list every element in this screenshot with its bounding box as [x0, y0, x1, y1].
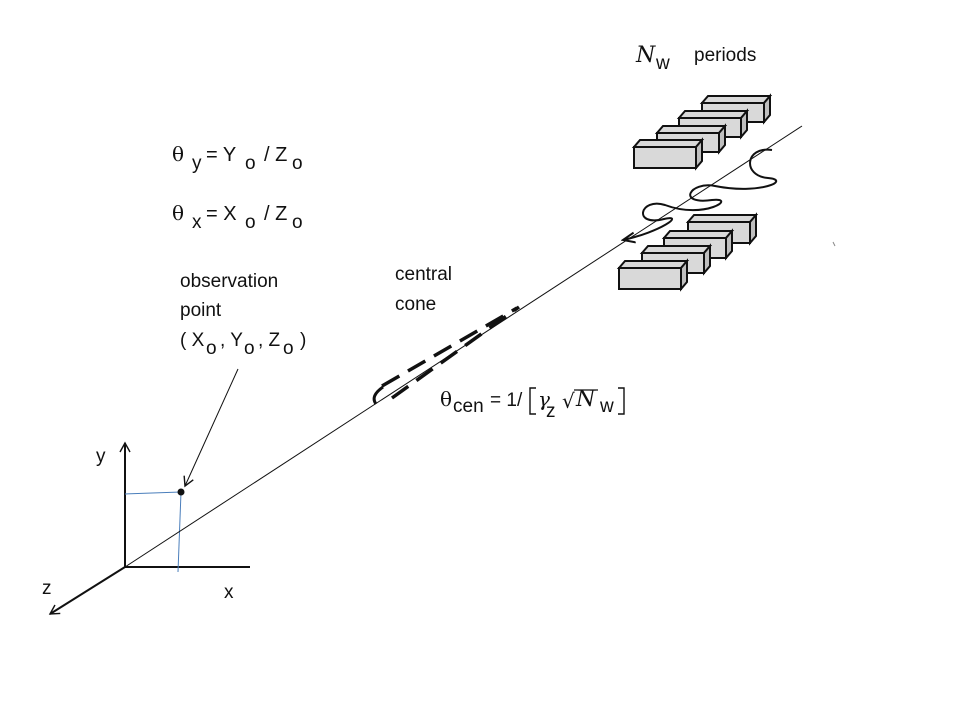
magnet-block — [616, 258, 690, 292]
central-cone — [372, 305, 521, 405]
cone-text: cone — [395, 294, 436, 315]
slash-z: / Z — [264, 203, 287, 225]
central-cone-label: central cone — [395, 264, 452, 315]
x-o-sub: o — [206, 338, 217, 359]
theta-y-subscript: y — [192, 153, 202, 174]
cen-subscript: cen — [453, 396, 484, 417]
theta-symbol: θ — [172, 201, 184, 225]
gamma-z-subscript: z — [546, 401, 556, 422]
observation-text: observation — [180, 271, 278, 292]
eq-one-over: = 1/ — [490, 390, 523, 411]
x-axis-label: x — [224, 582, 234, 603]
lower-magnet-array — [616, 212, 759, 292]
point-text: point — [180, 300, 222, 321]
slash-z: / Z — [264, 144, 287, 166]
electron-trajectory — [623, 148, 778, 240]
theta-y-equation: θ y = Y o / Z o — [172, 142, 303, 174]
cone-lower-edge — [390, 305, 521, 400]
coord-y: , Y — [220, 330, 243, 351]
eq-x-rhs: = X — [206, 203, 237, 225]
y-o-sub: o — [244, 338, 255, 359]
z-o-subscript: o — [292, 212, 303, 233]
beam-axis-line — [124, 125, 803, 568]
coord-z: , Z — [258, 330, 281, 351]
theta-symbol: θ — [440, 387, 452, 411]
y-o-subscript: o — [245, 153, 256, 174]
central-text: central — [395, 264, 452, 285]
coord-open: ( X — [180, 330, 205, 351]
cone-upper-edge — [381, 306, 518, 388]
upper-magnet-array — [631, 93, 773, 171]
sqrt-sign: √ — [562, 389, 575, 413]
theta-symbol: θ — [172, 142, 184, 166]
right-bracket — [618, 387, 625, 415]
coord-close: ) — [300, 330, 306, 351]
eq-y-rhs: = Y — [206, 144, 236, 166]
left-bracket — [529, 387, 536, 415]
theta-cen-equation: θ cen = 1/ γ z √ N w — [440, 387, 625, 422]
y-projection-line — [124, 491, 182, 495]
x-o-subscript: o — [245, 212, 256, 233]
z-o-sub: o — [283, 338, 294, 359]
periods-text: periods — [694, 45, 756, 66]
gamma-symbol: γ — [538, 387, 550, 411]
z-o-subscript: o — [292, 153, 303, 174]
magnet-block — [631, 137, 705, 171]
n-symbol: N — [635, 43, 656, 68]
theta-x-subscript: x — [192, 212, 202, 233]
theta-x-equation: θ x = X o / Z o — [172, 201, 303, 233]
n-symbol: N — [575, 387, 596, 412]
n-w-subscript: w — [599, 396, 614, 417]
periods-label: N w periods — [635, 43, 756, 74]
n-subscript: w — [655, 53, 670, 74]
observation-point-label: observation point ( X o , Y o , Z o ) — [180, 271, 306, 359]
cone-tip-arc — [372, 385, 384, 405]
observation-point-dot — [177, 488, 185, 496]
stray-mark — [832, 241, 836, 247]
z-axis — [48, 566, 126, 615]
z-axis-label: z — [42, 578, 52, 599]
y-axis-label: y — [96, 446, 106, 467]
observation-pointer-arrow — [183, 368, 239, 488]
coordinate-axes: y x z — [42, 441, 250, 615]
